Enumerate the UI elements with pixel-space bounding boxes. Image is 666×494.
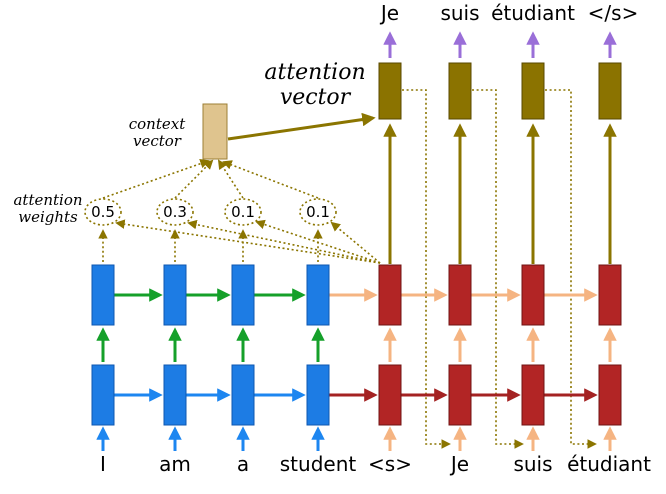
decoder-input-word-2: Je (450, 452, 470, 476)
arrow (115, 219, 381, 264)
encoder-cell-top-2 (163, 264, 187, 326)
encoder-input-arrows (96, 426, 325, 451)
attention-weight-value-3: 0.1 (231, 203, 255, 221)
attention-weights-label: attention weights (13, 191, 83, 227)
context-vector-label: context vector (128, 115, 186, 151)
attention-vector-cell-1 (378, 62, 402, 120)
encoder-input-word-4: student (279, 452, 357, 476)
encoder-cell-bottom-1 (91, 364, 115, 426)
attention-vector-cell-4 (598, 62, 622, 120)
encoder-cell-bottom-3 (231, 364, 255, 426)
attention-vector-cell-2 (448, 62, 472, 120)
input-feeding-path (472, 89, 524, 449)
decoder-input-word-3: suis (513, 452, 553, 476)
encoder-layer-arrows (96, 327, 325, 362)
arrow (217, 159, 244, 199)
decoder-input-arrows (383, 426, 617, 451)
encoder-cell-top-1 (91, 264, 115, 326)
attention-weight-bubble-1 (84, 198, 122, 226)
attention-weight-value-1: 0.5 (91, 203, 115, 221)
context-vector-cell (202, 103, 228, 160)
decoder-input-word-4: étudiant (567, 452, 651, 476)
encoder-input-word-3: a (236, 452, 250, 476)
input-feeding-path (545, 89, 597, 449)
output-word-2: suis (440, 1, 480, 25)
decoder-cell-bottom-4 (598, 364, 622, 426)
decoder-cell-bottom-1 (378, 364, 402, 426)
encoder-cell-top-4 (306, 264, 330, 326)
arrow (187, 219, 381, 264)
encoder-cells (91, 264, 330, 426)
context-to-attention-arrow (227, 112, 376, 141)
arrow (174, 159, 214, 199)
attention-vector-cells (378, 62, 622, 120)
attention-weight-value-2: 0.3 (163, 203, 187, 221)
output-word-4: </s> (587, 1, 639, 25)
encoder-cell-bottom-4 (306, 364, 330, 426)
arrow (222, 160, 319, 199)
decoder-layer-arrows (383, 327, 617, 362)
attention-weight-value-4: 0.1 (306, 203, 330, 221)
decoder-input-word-1: <s> (368, 452, 412, 476)
decoder-cell-bottom-2 (448, 364, 472, 426)
decoder-cell-top-1 (378, 264, 402, 326)
attention-weight-bubbles (84, 198, 337, 226)
attention-query-arrows (383, 123, 617, 264)
attention-vector-label: attention vector (264, 60, 366, 111)
attention-vector-cell-3 (521, 62, 545, 120)
attention-dotted-connections (98, 89, 597, 449)
input-feeding-path (402, 89, 451, 449)
output-word-1: Je (380, 1, 400, 25)
encoder-input-word-1: I (100, 452, 106, 476)
decoder-cell-bottom-3 (521, 364, 545, 426)
encoder-cell-top-3 (231, 264, 255, 326)
arrow (330, 221, 381, 264)
decoder-cell-top-2 (448, 264, 472, 326)
decoder-cell-top-4 (598, 264, 622, 326)
encoder-cell-bottom-2 (163, 364, 187, 426)
attention-weight-bubble-4 (299, 198, 337, 226)
decoder-cells (378, 264, 622, 426)
encoder-input-word-2: am (159, 452, 191, 476)
attention-weight-bubble-2 (156, 198, 194, 226)
output-word-3: étudiant (491, 1, 575, 25)
arrow (102, 159, 210, 199)
output-arrows (383, 31, 617, 58)
attention-weight-bubble-3 (224, 198, 262, 226)
decoder-cell-top-3 (521, 264, 545, 326)
arrow (255, 219, 381, 264)
